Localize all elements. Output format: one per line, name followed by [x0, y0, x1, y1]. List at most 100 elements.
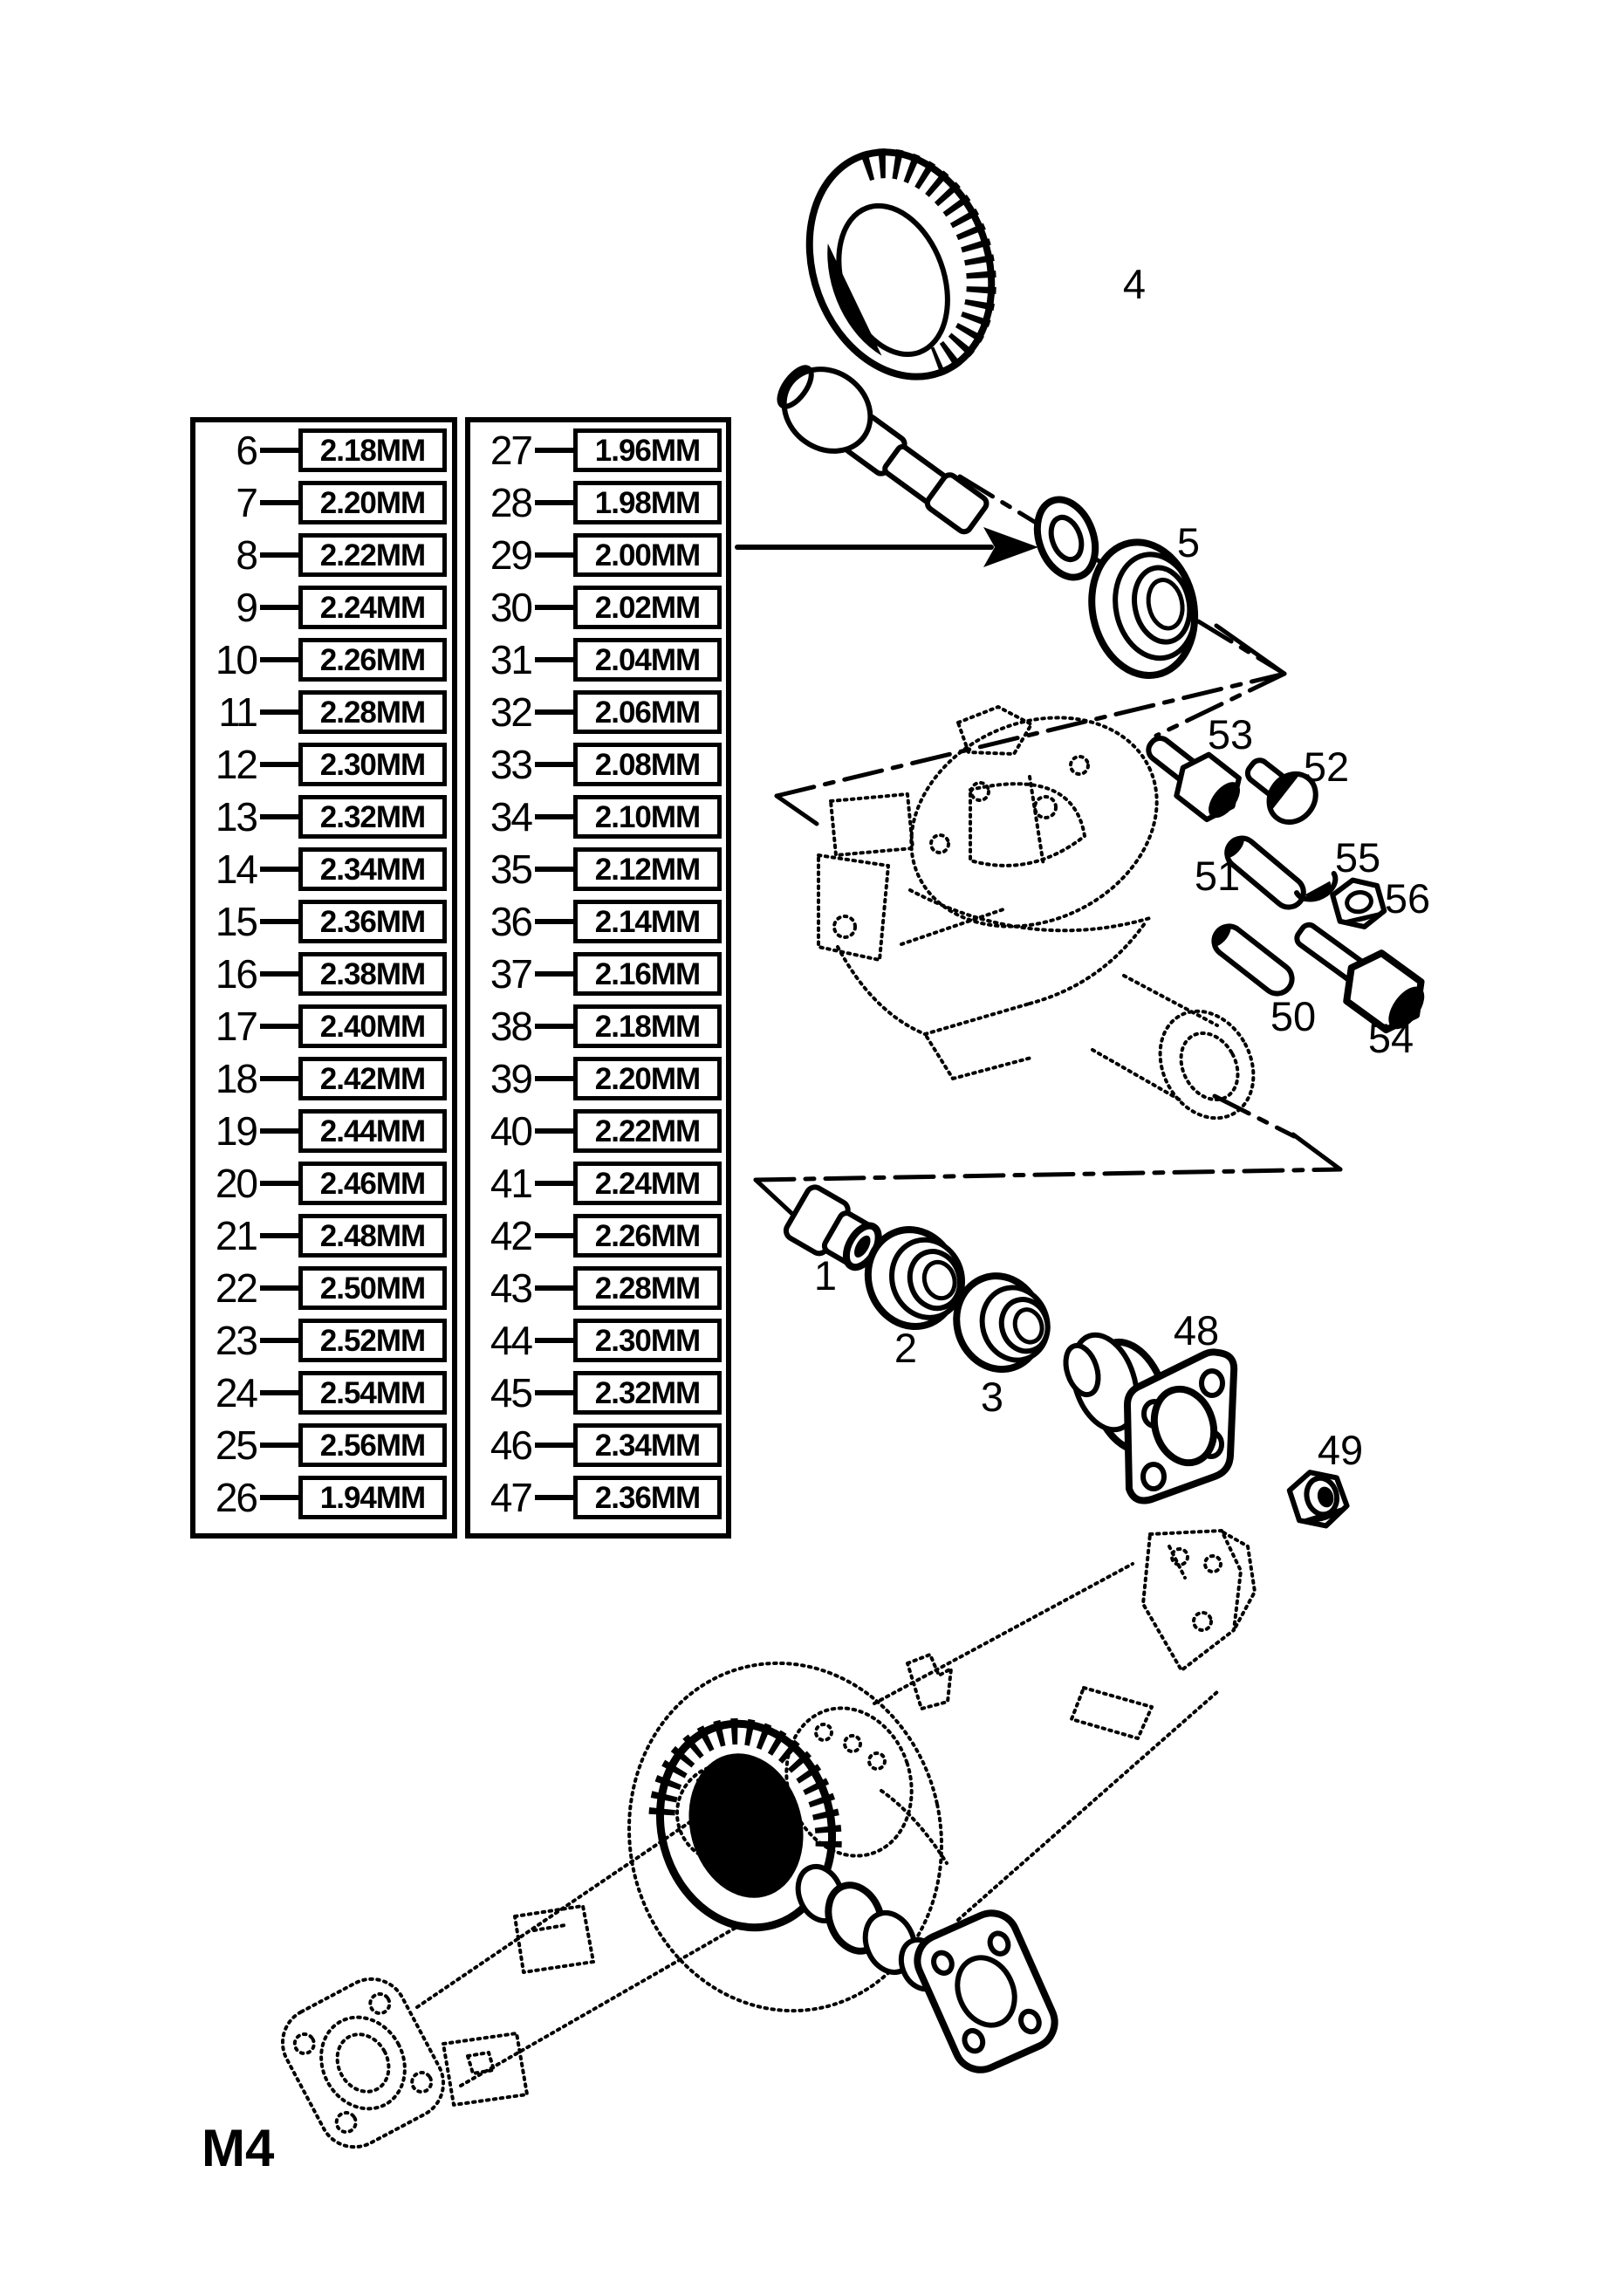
shim-ref-number: 13 — [215, 794, 258, 840]
ref-leader-line — [535, 1024, 573, 1029]
shim-thickness-value: 2.38MM — [298, 952, 447, 996]
axle-end-flange — [280, 1977, 446, 2149]
shim-ref-number: 16 — [215, 951, 258, 997]
ref-leader-line — [260, 867, 298, 872]
shim-ref-number: 29 — [490, 532, 533, 578]
shim-thickness-value: 2.04MM — [573, 638, 722, 682]
ref-leader-line — [535, 1233, 573, 1238]
shim-thickness-value: 1.94MM — [298, 1476, 447, 1519]
ref-leader-line — [535, 867, 573, 872]
shim-thickness-value: 2.26MM — [573, 1214, 722, 1258]
callout-5: 5 — [1177, 519, 1200, 565]
shim-ref-number: 27 — [490, 428, 533, 473]
shim-ref-number: 44 — [490, 1318, 533, 1363]
shim-thickness-value: 2.24MM — [298, 586, 447, 629]
ref-leader-line — [260, 1181, 298, 1186]
callout-56: 56 — [1385, 875, 1430, 922]
flange-nut-49 — [1286, 1470, 1350, 1529]
ref-leader-line — [260, 971, 298, 977]
pinion-bearing — [1088, 538, 1199, 679]
callout-labels: 4 5 53 52 51 55 56 50 54 1 2 3 48 49 — [814, 261, 1430, 1473]
ref-leader-line — [535, 657, 573, 662]
shim-thickness-value: 2.14MM — [573, 900, 722, 943]
ref-leader-line — [260, 919, 298, 924]
left-axle-tube — [415, 1818, 743, 2087]
ref-leader-line — [535, 814, 573, 819]
shim-ref-number: 46 — [490, 1422, 533, 1468]
shim-ref-number: 33 — [490, 742, 533, 787]
shim-ref-number: 7 — [236, 480, 258, 525]
shim-ref-number: 36 — [490, 899, 533, 944]
shim-ref-number: 6 — [236, 428, 258, 473]
ref-leader-line — [260, 1338, 298, 1343]
shim-ref-number: 37 — [490, 951, 533, 997]
ref-leader-line — [260, 1443, 298, 1448]
ref-leader-line — [260, 500, 298, 505]
bearing-3 — [953, 1272, 1051, 1374]
ref-leader-line — [535, 1338, 573, 1343]
shim-thickness-value: 2.12MM — [573, 847, 722, 891]
shim-row: 16 2.38MM — [195, 952, 452, 996]
diff-housing-bulge — [627, 1661, 944, 2013]
shim-thickness-value: 2.34MM — [573, 1423, 722, 1467]
stud-51 — [1224, 835, 1306, 910]
crown-wheel — [805, 148, 996, 380]
ref-leader-line — [535, 762, 573, 767]
shim-ref-number: 14 — [215, 846, 258, 892]
shim-row: 35 2.12MM — [470, 847, 726, 891]
shim-thickness-value: 2.30MM — [298, 743, 447, 786]
diff-cover — [784, 1706, 914, 1858]
shim-ref-number: 38 — [490, 1004, 533, 1049]
shim-ref-number: 35 — [490, 846, 533, 892]
shim-thickness-value: 2.18MM — [298, 428, 447, 472]
shim-ref-number: 12 — [215, 742, 258, 787]
shim-thickness-value: 2.28MM — [573, 1266, 722, 1310]
shim-thickness-value: 2.26MM — [298, 638, 447, 682]
callout-55: 55 — [1335, 834, 1380, 881]
shim-thickness-value: 2.46MM — [298, 1162, 447, 1205]
shim-ref-number: 47 — [490, 1475, 533, 1520]
shim-thickness-value: 1.98MM — [573, 481, 722, 524]
lock-washer-55 — [1294, 870, 1339, 902]
left-bracket — [442, 2032, 529, 2107]
hose-clip — [906, 1653, 953, 1710]
ref-leader-line — [535, 500, 573, 505]
ref-leader-line — [260, 448, 298, 453]
shim-row: 6 2.18MM — [195, 428, 452, 472]
shim-row: 7 2.20MM — [195, 481, 452, 524]
shim-thickness-value: 2.20MM — [298, 481, 447, 524]
shim-thickness-value: 1.96MM — [573, 428, 722, 472]
bolt-52 — [1244, 757, 1318, 826]
right-end-bracket — [1141, 1529, 1257, 1672]
shim-row: 37 2.16MM — [470, 952, 726, 996]
ref-leader-line — [260, 709, 298, 715]
ref-leader-line — [535, 1285, 573, 1291]
ref-leader-line — [260, 605, 298, 610]
shim-ref-number: 9 — [236, 585, 258, 630]
shim-thickness-value: 2.28MM — [298, 690, 447, 734]
stud-50 — [1211, 923, 1295, 997]
shim-ref-number: 21 — [215, 1213, 258, 1258]
shim-thickness-value: 2.16MM — [573, 952, 722, 996]
shim-thickness-value: 2.24MM — [573, 1162, 722, 1205]
ref-leader-line — [535, 1076, 573, 1081]
ref-leader-line — [535, 1443, 573, 1448]
shim-thickness-value: 2.02MM — [573, 586, 722, 629]
